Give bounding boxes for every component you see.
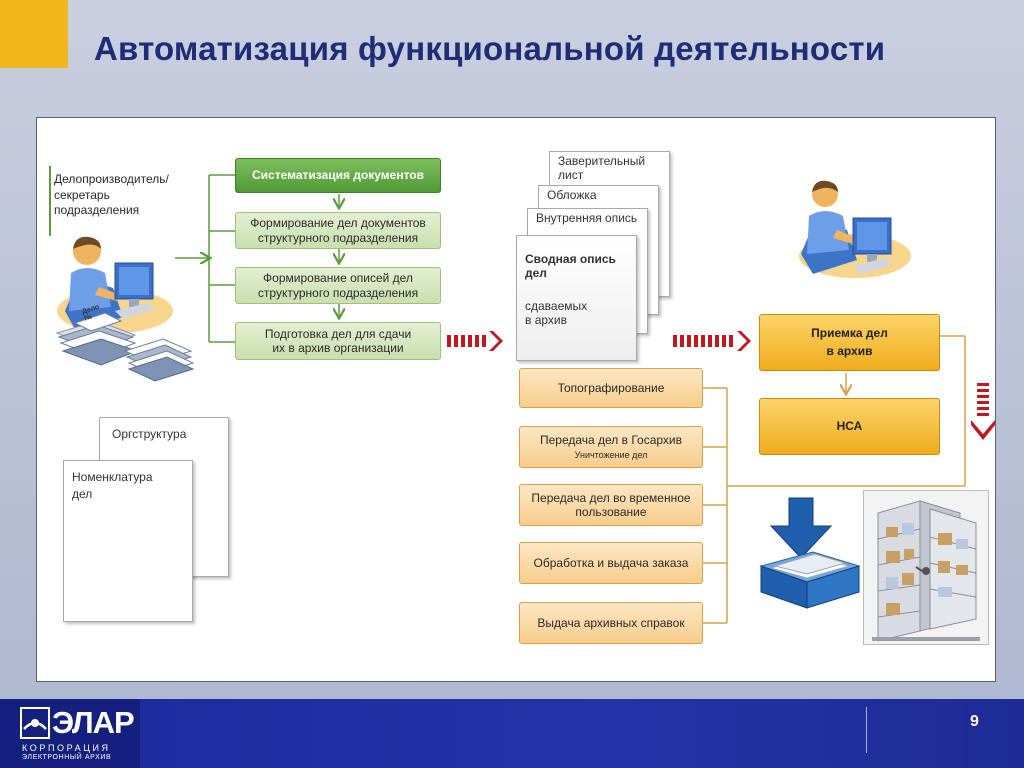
process-step-prepare-transfer: Подготовка дел для сдачи их в архив орга… bbox=[235, 322, 441, 360]
storage-drawer-icon bbox=[759, 497, 861, 609]
function-archive-certificates-label: Выдача архивных справок bbox=[537, 615, 685, 630]
red-arrow-3 bbox=[971, 383, 995, 440]
archivist-at-computer-icon bbox=[799, 180, 911, 278]
red-arrow-1 bbox=[447, 331, 503, 351]
function-topography-label: Топографирование bbox=[557, 380, 665, 395]
function-archive-certificates: Выдача архивных справок bbox=[519, 602, 703, 644]
clerk-label: Делопроизводитель/ секретарь подразделен… bbox=[54, 172, 169, 218]
summary-inventory-title: Сводная опись дел bbox=[525, 251, 616, 280]
footer-logo-area: ЭЛАР КОРПОРАЦИЯ ЭЛЕКТРОННЫЙ АРХИВ bbox=[0, 699, 140, 768]
logo-tagline-2: ЭЛЕКТРОННЫЙ АРХИВ bbox=[22, 754, 112, 761]
process-step-systematization: Систематизация документов bbox=[235, 158, 441, 193]
function-order-processing-label: Обработка и выдача заказа bbox=[533, 555, 689, 570]
logo-tagline-1: КОРПОРАЦИЯ bbox=[22, 743, 111, 753]
process-step-form-cases: Формирование дел документов структурного… bbox=[235, 212, 441, 249]
shelving-icon bbox=[864, 491, 988, 644]
footer-separator bbox=[866, 707, 867, 753]
archive-shelving-photo bbox=[863, 490, 989, 645]
logo-wordmark: ЭЛАР bbox=[52, 705, 135, 740]
function-temporary-use-label: Передача дел во временное пользование bbox=[531, 490, 691, 519]
archive-reception: Приемка дел в архив bbox=[759, 314, 940, 371]
doc-summary-inventory: Сводная опись дел сдаваемых в архив bbox=[516, 235, 637, 361]
function-order-processing: Обработка и выдача заказа bbox=[519, 542, 703, 584]
process-step-form-inventories: Формирование описей дел структурного под… bbox=[235, 267, 441, 304]
function-destruction-sublabel: Уничтожение дел bbox=[574, 449, 648, 460]
page-number: 9 bbox=[970, 713, 979, 730]
accent-corner bbox=[0, 0, 68, 68]
doc-nomenclature: Номенклатура дел bbox=[63, 460, 193, 622]
red-arrow-2 bbox=[673, 331, 751, 351]
slide-title: Автоматизация функциональной деятельност… bbox=[94, 30, 886, 67]
function-temporary-use: Передача дел во временное пользование bbox=[519, 484, 703, 526]
diagram-panel: Делопроизводитель/ секретарь подразделен… bbox=[36, 117, 996, 682]
function-topography: Топографирование bbox=[519, 368, 703, 408]
connector-lines bbox=[49, 166, 995, 624]
elar-logo-icon bbox=[20, 707, 50, 739]
function-state-archive-transfer: Передача дел в Госархив Уничтожение дел bbox=[519, 426, 703, 468]
summary-inventory-rest: сдаваемых в архив bbox=[525, 299, 588, 327]
clerk-at-computer-icon bbox=[55, 236, 195, 382]
footer-bar: ЭЛАР КОРПОРАЦИЯ ЭЛЕКТРОННЫЙ АРХИВ 9 bbox=[0, 699, 1024, 768]
function-state-archive-label: Передача дел в Госархив bbox=[539, 433, 683, 448]
archive-nsa: НСА bbox=[759, 398, 940, 455]
